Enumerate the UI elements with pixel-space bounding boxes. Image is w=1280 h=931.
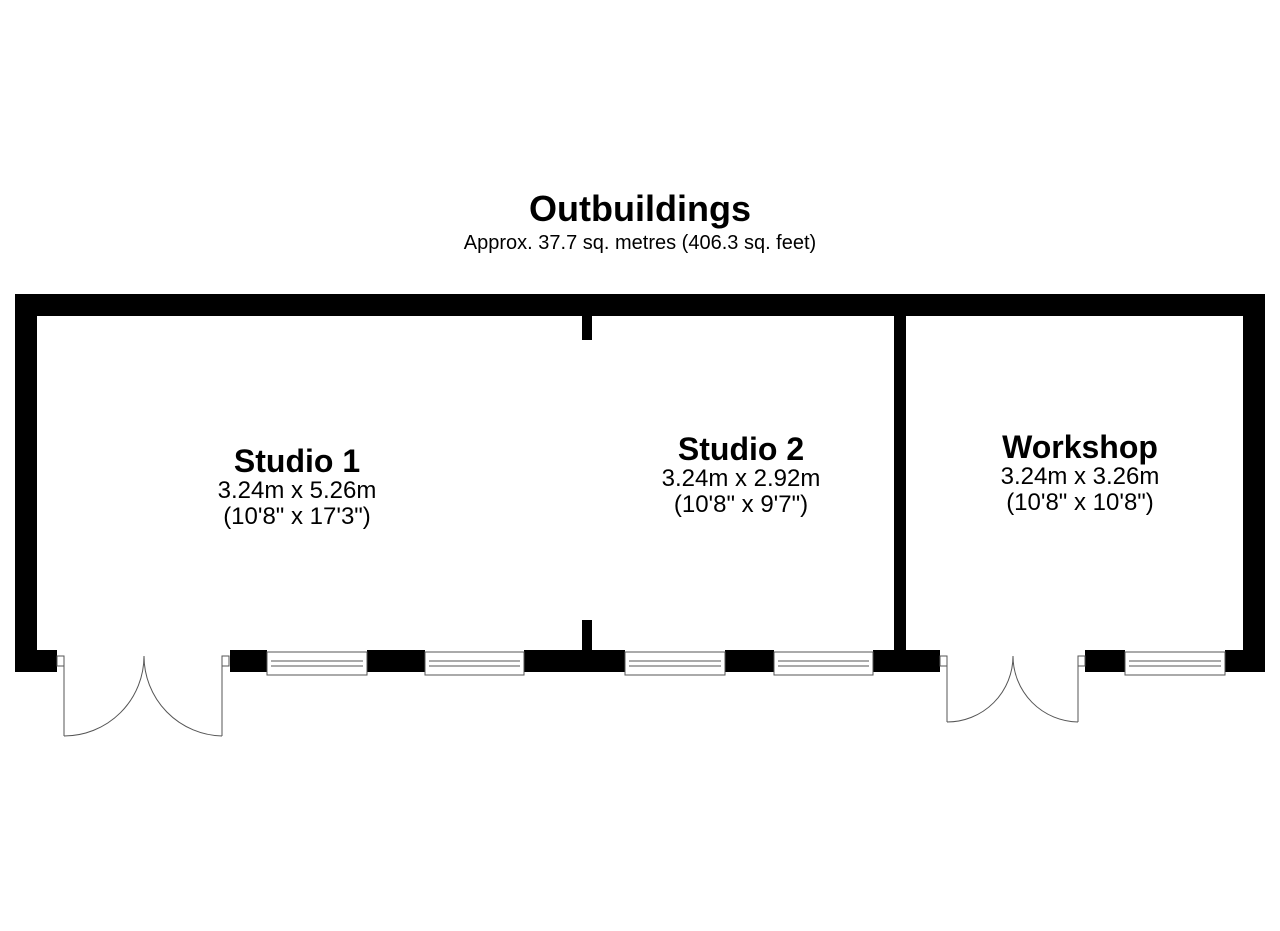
top-wall <box>15 294 1265 316</box>
room-dimensions-imperial: (10'8" x 9'7") <box>673 491 809 518</box>
window <box>624 651 726 676</box>
bottom-wall-segment <box>873 650 940 672</box>
room-name: Workshop <box>1002 429 1158 465</box>
room-label-workshop: Workshop 3.24m x 3.26m (10'8" x 10'8") <box>965 430 1195 516</box>
window <box>424 651 525 676</box>
studio-divider-top-stub <box>582 314 592 340</box>
window <box>1124 651 1226 676</box>
room-dimensions-metric: 3.24m x 3.26m <box>1000 463 1160 490</box>
room-dimensions-imperial: (10'8" x 10'8") <box>1006 489 1154 516</box>
bottom-wall-segment <box>524 650 625 672</box>
room-label-studio-2: Studio 2 3.24m x 2.92m (10'8" x 9'7") <box>626 432 856 518</box>
bottom-wall-segment <box>15 650 57 672</box>
windows <box>266 651 1226 676</box>
partition-wall <box>894 294 906 672</box>
bottom-wall-segment <box>1085 650 1125 672</box>
room-dimensions-metric: 3.24m x 5.26m <box>217 477 377 504</box>
right-wall <box>1243 294 1265 672</box>
plan-title: Outbuildings <box>529 188 751 229</box>
room-dimensions-imperial: (10'8" x 17'3") <box>223 503 371 530</box>
bottom-wall-segment <box>1225 650 1265 672</box>
workshop-double-door <box>939 655 1086 723</box>
left-wall <box>15 294 37 672</box>
room-name: Studio 1 <box>233 443 361 479</box>
room-name: Studio 2 <box>677 431 805 467</box>
bottom-wall-segment <box>367 650 425 672</box>
walls <box>15 294 1265 672</box>
bottom-wall-segment <box>725 650 774 672</box>
plan-area-subtitle: Approx. 37.7 sq. metres (406.3 sq. feet) <box>463 232 817 254</box>
room-label-studio-1: Studio 1 3.24m x 5.26m (10'8" x 17'3") <box>182 444 412 530</box>
studio-double-door <box>56 655 230 737</box>
studio-divider-bottom-stub <box>582 620 592 672</box>
room-dimensions-metric: 3.24m x 2.92m <box>661 465 821 492</box>
window <box>773 651 874 676</box>
bottom-wall-segment <box>230 650 267 672</box>
window <box>266 651 368 676</box>
